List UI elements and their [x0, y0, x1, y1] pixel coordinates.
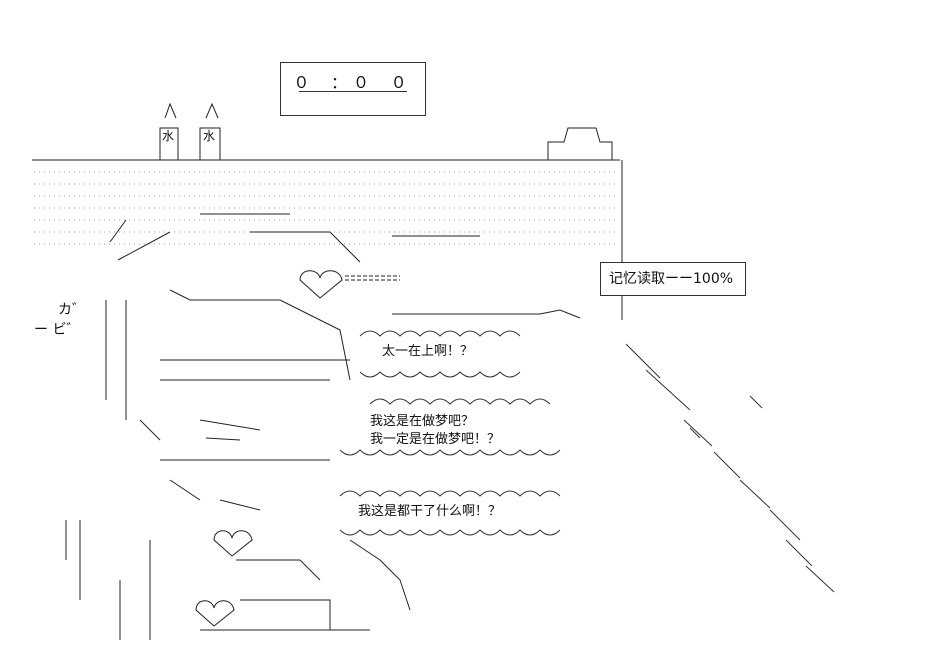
sfx-ka: カ゛ — [58, 302, 86, 318]
speech-line-2: 我这是在做梦吧？ — [370, 414, 475, 429]
timer-value: ０ ：０ ０ — [293, 73, 413, 92]
memory-readout-box: 记忆读取ーー100% — [600, 262, 746, 296]
speech-line-1: 太一在上啊！？ — [382, 344, 474, 359]
sign-left: 水 — [162, 129, 175, 143]
speech-line-4: 我这是都干了什么啊！？ — [358, 504, 502, 519]
sfx-bi: ー ビ゛ — [34, 322, 81, 338]
sign-right: 水 — [203, 129, 216, 143]
speech-line-3: 我一定是在做梦吧！？ — [370, 432, 501, 447]
timer-box: ０ ：０ ０ — [280, 62, 426, 116]
memory-readout-label: 记忆读取ーー100% — [609, 271, 734, 287]
